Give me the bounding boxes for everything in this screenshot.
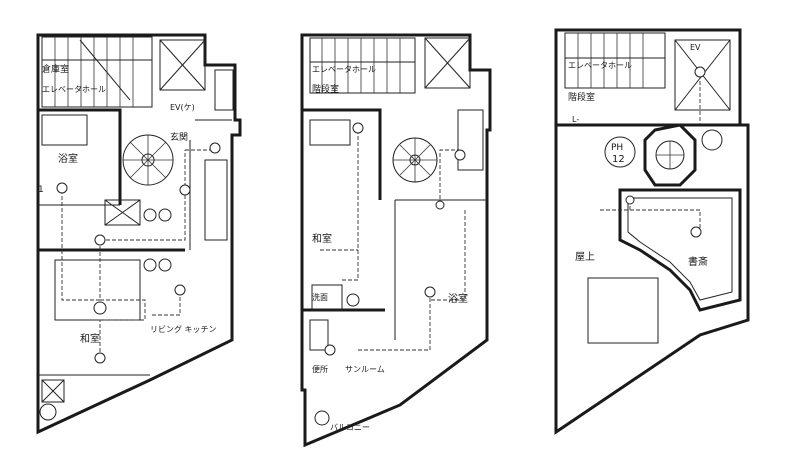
right-label-study: 書斎 (688, 255, 708, 268)
middle-label-wc: 便所 (312, 364, 328, 374)
left-light-4 (94, 352, 106, 364)
middle-label-stair: 階段室 (312, 83, 339, 95)
middle-light-6 (454, 149, 466, 161)
middle-stair-hatch (309, 37, 416, 94)
left-partition-1 (38, 108, 122, 205)
middle-light-7 (314, 410, 330, 426)
middle-label-sun: サンルーム (345, 365, 385, 374)
middle-partition-1 (302, 108, 382, 200)
right-light-3 (625, 195, 635, 205)
right-label-roof: 屋上 (575, 251, 595, 263)
left-label-storage: 倉庫室 (42, 63, 69, 75)
middle-label-wash: 洗面 (312, 292, 328, 302)
middle-label-bath: 浴室 (448, 292, 468, 305)
right-stair-hatch (564, 32, 666, 89)
right-octagon-stair (643, 123, 697, 187)
left-label-bath: 浴室 (58, 152, 78, 165)
right-label-floor-num: 12 (612, 154, 625, 165)
floor-plan-left: 倉庫室 エレベータホール EV(ケ) 玄関 浴室 1 リビング キッチン 和室 (36, 33, 242, 435)
left-light-5 (179, 184, 191, 196)
right-study-room (618, 188, 742, 312)
left-label-living: リビング キッチン (150, 324, 217, 334)
left-label-stair: 玄関 (170, 131, 188, 143)
floor-plan-middle: エレベータホール 階段室 和室 浴室 洗面 便所 サンルーム バルコニー (300, 33, 492, 448)
right-label-ev: EV (690, 43, 701, 52)
middle-light-3 (324, 344, 336, 356)
floor-plan-right: エレベータホール 階段室 EV L- PH 12 屋上 書斎 (554, 28, 750, 435)
left-table-chair-2 (158, 208, 172, 222)
left-light-7 (209, 142, 221, 154)
right-roof-void (587, 277, 659, 344)
left-table-chair-1 (143, 208, 157, 222)
right-outer-wall (554, 28, 750, 435)
left-table-chair-3 (143, 258, 157, 272)
middle-spiral-stair (392, 137, 438, 183)
middle-elevator-shaft (424, 37, 471, 89)
left-label-room: 和室 (80, 332, 100, 345)
left-light-1 (56, 182, 68, 194)
middle-light-5 (435, 200, 445, 210)
right-label-l: L- (572, 115, 579, 124)
middle-label-hall: エレベータホール (312, 65, 376, 74)
right-label-stair: 階段室 (568, 91, 595, 103)
middle-label-room: 和室 (312, 232, 332, 245)
left-label-ev: EV(ケ) (170, 103, 195, 112)
right-light-1 (694, 66, 706, 78)
left-table-chair-4 (158, 258, 172, 272)
left-elevator-shaft (159, 39, 234, 111)
middle-light-1 (352, 122, 364, 134)
right-light-2 (690, 226, 702, 238)
left-label-ev-hall: エレベータホール (42, 85, 106, 94)
left-stair-hatch (41, 36, 153, 108)
left-label-mark: 1 (38, 185, 44, 195)
middle-label-balcony: バルコニー (330, 423, 370, 432)
left-light-3 (93, 301, 107, 315)
right-label-floor-tag: PH (611, 143, 623, 153)
right-round-table (701, 129, 723, 151)
right-floor-badge (604, 136, 636, 168)
left-light-2 (94, 234, 106, 246)
left-light-6 (174, 284, 186, 296)
middle-light-2 (346, 293, 360, 307)
middle-wiring (320, 130, 466, 351)
middle-light-4 (424, 286, 436, 298)
right-label-hall: エレベータホール (568, 61, 632, 70)
left-corner-box (39, 379, 65, 421)
left-spiral-stair (104, 134, 174, 226)
